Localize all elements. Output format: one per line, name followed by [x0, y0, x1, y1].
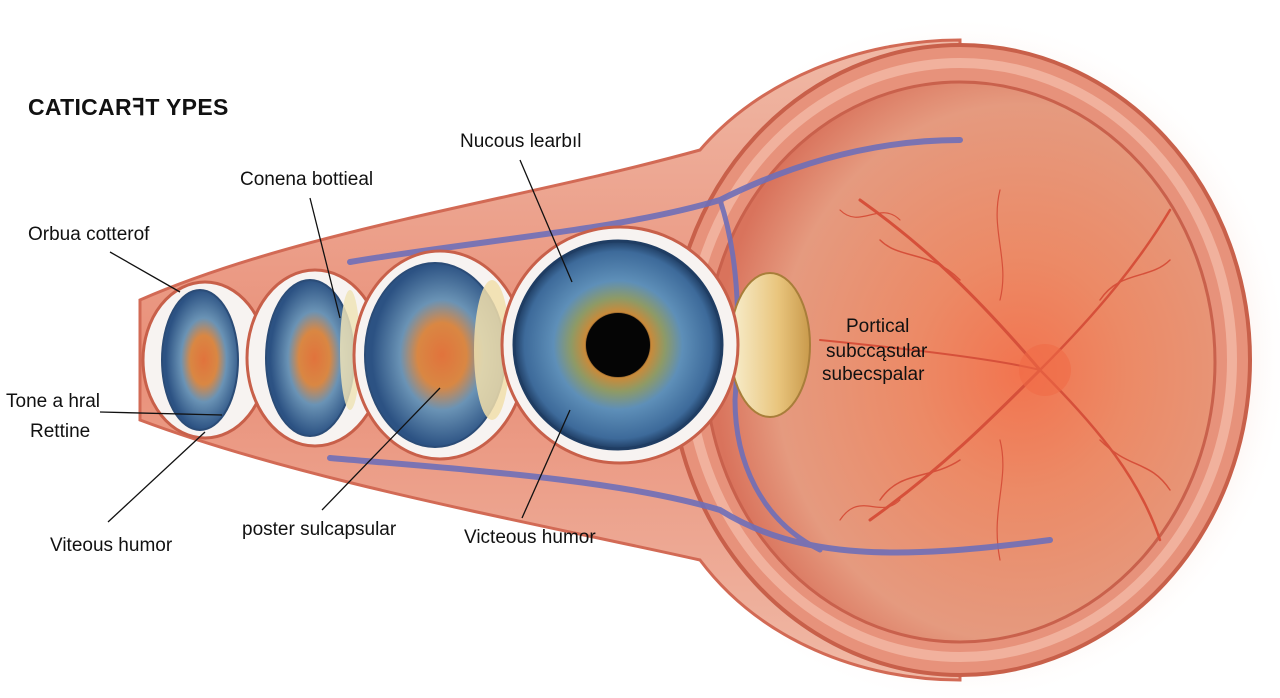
label-portical-line-2: subccąsular	[826, 341, 928, 362]
retinal-vessels	[819, 189, 1172, 561]
label-tone-line-1: Tone a hral	[6, 391, 101, 412]
label-portical-line-1: Portical	[846, 316, 910, 337]
label-portical-line-3: subecspalar	[822, 364, 925, 385]
label-poster-sulcapsular: poster sulcapsular	[242, 519, 397, 540]
diagram-title: CATICARꟻT YPES	[28, 94, 229, 120]
label-orbua-cotterof: Orbua cotterof	[28, 224, 150, 245]
cataract-stage-3	[352, 249, 528, 461]
choroid-veins	[327, 137, 1053, 556]
label-nucous-learbil: Nucous learbıl	[460, 131, 582, 152]
label-viteous-humor: Viteous humor	[50, 535, 173, 556]
label-victeous-humor: Victeous humor	[464, 527, 596, 548]
main-lens	[729, 272, 811, 418]
cataract-stage-1	[141, 280, 269, 440]
leader-lines	[99, 159, 573, 523]
label-conena-bottieal: Conena bottieal	[240, 169, 374, 190]
cataract-stage-2	[245, 268, 385, 448]
optic-disc	[1019, 344, 1071, 396]
healthy-eye-iris	[500, 225, 740, 465]
pupil	[586, 313, 650, 377]
label-tone-line-2: Rettine	[30, 421, 91, 442]
